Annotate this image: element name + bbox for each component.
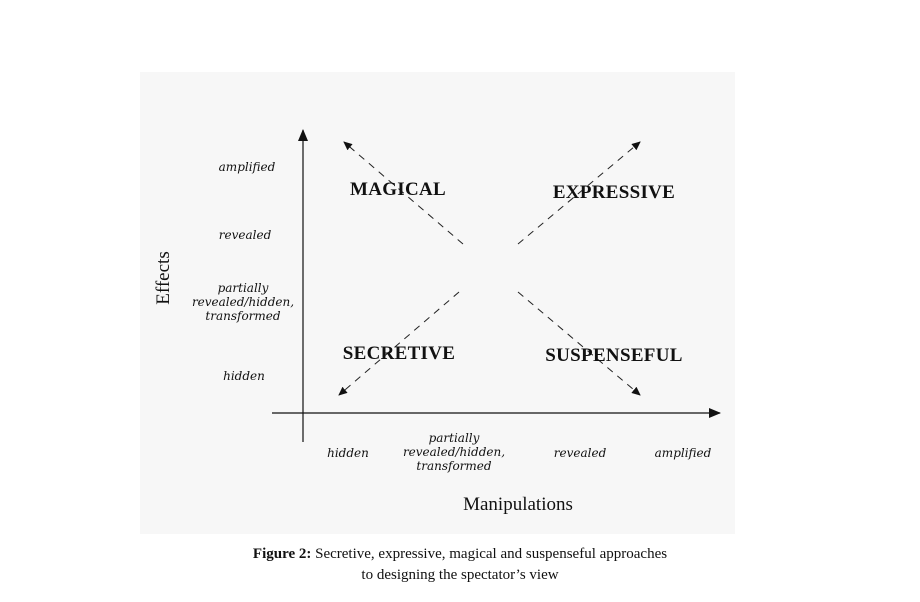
caption-line-1: Secretive, expressive, magical and suspe…: [311, 546, 668, 562]
tick-label-line: transformed: [205, 309, 280, 323]
tick-label-line: partially: [429, 431, 480, 445]
x-tick-hidden: hidden: [327, 446, 369, 460]
quadrant-label-magical: MAGICAL: [350, 179, 446, 200]
dashed-arrow-magical: [343, 141, 464, 245]
dashed-arrow-suspenseful: [517, 291, 641, 396]
y-tick-hidden: hidden: [223, 369, 265, 383]
tick-label-line: revealed/hidden,: [192, 295, 294, 309]
x-tick-revealed: revealed: [554, 446, 607, 460]
y-axis-title: Effects: [153, 251, 174, 304]
tick-label-line: transformed: [416, 459, 491, 473]
dashed-arrow-expressive: [517, 141, 641, 245]
quadrant-label-expressive: EXPRESSIVE: [553, 182, 675, 203]
dashed-arrow-secretive: [338, 291, 460, 396]
figure-caption: Figure 2: Secretive, expressive, magical…: [0, 545, 920, 563]
tick-label-line: partially: [218, 281, 269, 295]
x-tick-amplified: amplified: [655, 446, 712, 460]
quadrant-label-secretive: SECRETIVE: [343, 343, 456, 364]
x-axis-title: Manipulations: [463, 494, 573, 515]
quadrant-label-suspenseful: SUSPENSEFUL: [545, 345, 682, 366]
figure-caption-line-2: to designing the spectator’s view: [361, 567, 559, 583]
tick-label-line: revealed/hidden,: [403, 445, 505, 459]
caption-label: Figure 2:: [252, 546, 312, 562]
y-tick-revealed: revealed: [219, 228, 272, 242]
y-tick-amplified: amplified: [219, 160, 276, 174]
